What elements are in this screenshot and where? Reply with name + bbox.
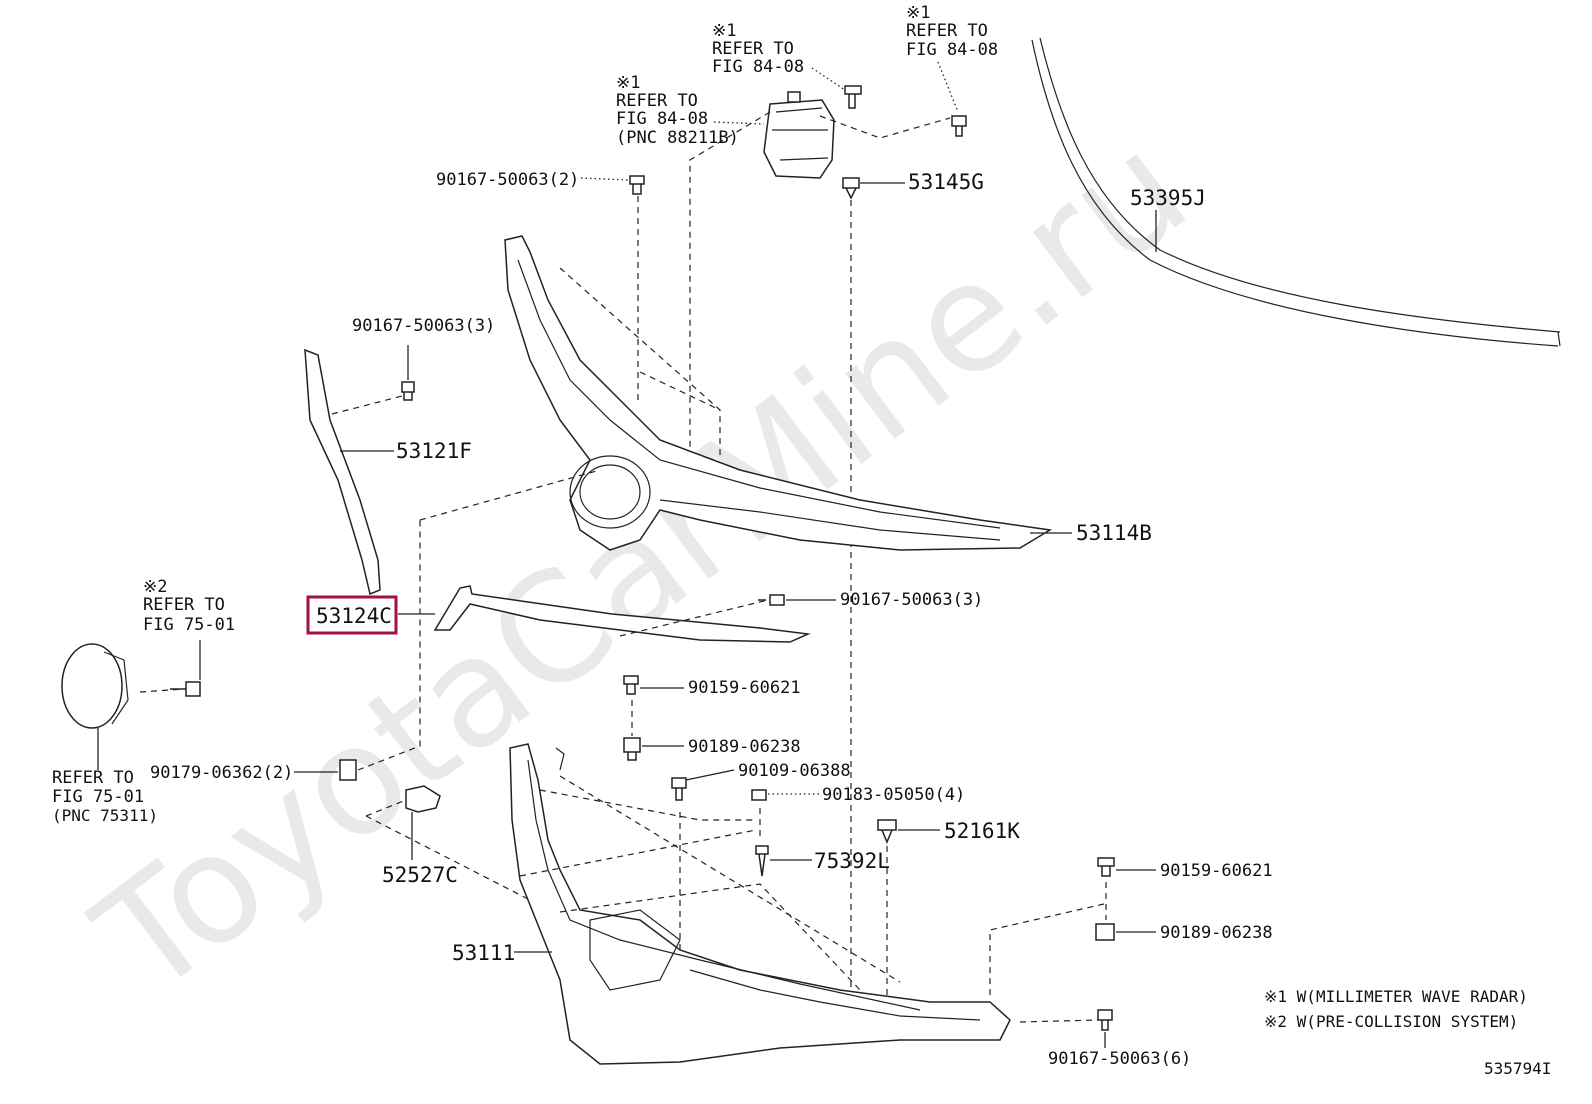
ref-mark: ※2 — [143, 577, 167, 597]
watermark: ToyotaCarMine.ru — [66, 101, 1218, 1029]
part-label: 53114B — [1076, 521, 1152, 545]
ref-text: REFER TO — [52, 768, 134, 788]
part-label: 90159-60621 — [1160, 861, 1273, 881]
part-label: 90167-50063(6) — [1048, 1049, 1191, 1069]
part-label: 75392L — [814, 849, 890, 873]
ref-text: REFER TO — [906, 21, 988, 41]
nut-icon — [1095, 923, 1115, 941]
legend-note: ※1 W(MILLIMETER WAVE RADAR) — [1264, 987, 1528, 1006]
ref-mark: ※1 — [712, 21, 736, 41]
part-label: 90183-05050(4) — [822, 785, 965, 805]
bolt-icon — [1097, 857, 1115, 877]
part-label: 52527C — [382, 863, 458, 887]
bolt-icon — [844, 85, 862, 109]
legend-note: ※2 W(PRE-COLLISION SYSTEM) — [1264, 1012, 1518, 1031]
part-53395J-molding — [1031, 37, 1561, 347]
bolt-icon — [671, 777, 687, 801]
nut-icon — [623, 737, 641, 761]
part-53111-bracket — [509, 743, 1011, 1065]
part-label: 90167-50063(2) — [436, 170, 579, 190]
part-label: 53395J — [1130, 186, 1206, 210]
part-label: 53145G — [908, 170, 984, 194]
part-label: 90109-06388 — [738, 761, 851, 781]
bolt-icon — [629, 175, 645, 195]
part-53114B-grille — [504, 235, 1053, 551]
part-label: 90189-06238 — [688, 737, 801, 757]
bolt-icon — [623, 675, 639, 695]
ref-text: FIG 75-01 — [143, 615, 235, 635]
bolt-icon — [401, 381, 415, 401]
part-label: 53111 — [452, 941, 515, 965]
ref-mark: ※1 — [616, 73, 640, 93]
part-label: 90159-60621 — [688, 678, 801, 698]
ref-text: FIG 84-08 — [712, 57, 804, 77]
ref-text: REFER TO — [712, 39, 794, 59]
highlight-box — [306, 595, 398, 635]
part-53121F-molding — [304, 348, 381, 596]
part-label: 52161K — [944, 819, 1020, 843]
part-52527C-bracket — [405, 785, 441, 813]
part-label: 90167-50063(3) — [840, 590, 983, 610]
part-label: 90179-06362(2) — [150, 763, 293, 783]
bolt-icon — [951, 115, 967, 137]
part-label: 90167-50063(3) — [352, 316, 495, 336]
clip-52161K-icon — [877, 819, 897, 844]
bolt-icon — [1097, 1009, 1113, 1031]
part-label-highlighted: 53124C — [316, 604, 392, 628]
ref-text: REFER TO — [616, 91, 698, 111]
ref-text: FIG 84-08 — [906, 40, 998, 60]
part-label: 90189-06238 — [1160, 923, 1273, 943]
diagram-id: 535794I — [1484, 1059, 1551, 1078]
ref-mark: ※1 — [906, 3, 930, 23]
part-label: 53121F — [396, 439, 472, 463]
part-75311-cap — [61, 643, 129, 729]
ref-text: (PNC 88211B) — [616, 128, 739, 148]
part-53124C-molding — [433, 585, 811, 643]
radar-sensor — [763, 91, 835, 179]
nut-plate-icon — [751, 789, 767, 801]
ref-text: REFER TO — [143, 595, 225, 615]
ref-text: (PNC 75311) — [52, 806, 158, 825]
ref-text: FIG 75-01 — [52, 787, 144, 807]
ref-text: FIG 84-08 — [616, 109, 708, 129]
clip-icon — [842, 177, 860, 200]
clip-90179-icon — [339, 759, 357, 781]
screw-75392L-icon — [755, 845, 769, 877]
bolt-icon — [758, 594, 785, 606]
screw-icon — [170, 681, 201, 697]
